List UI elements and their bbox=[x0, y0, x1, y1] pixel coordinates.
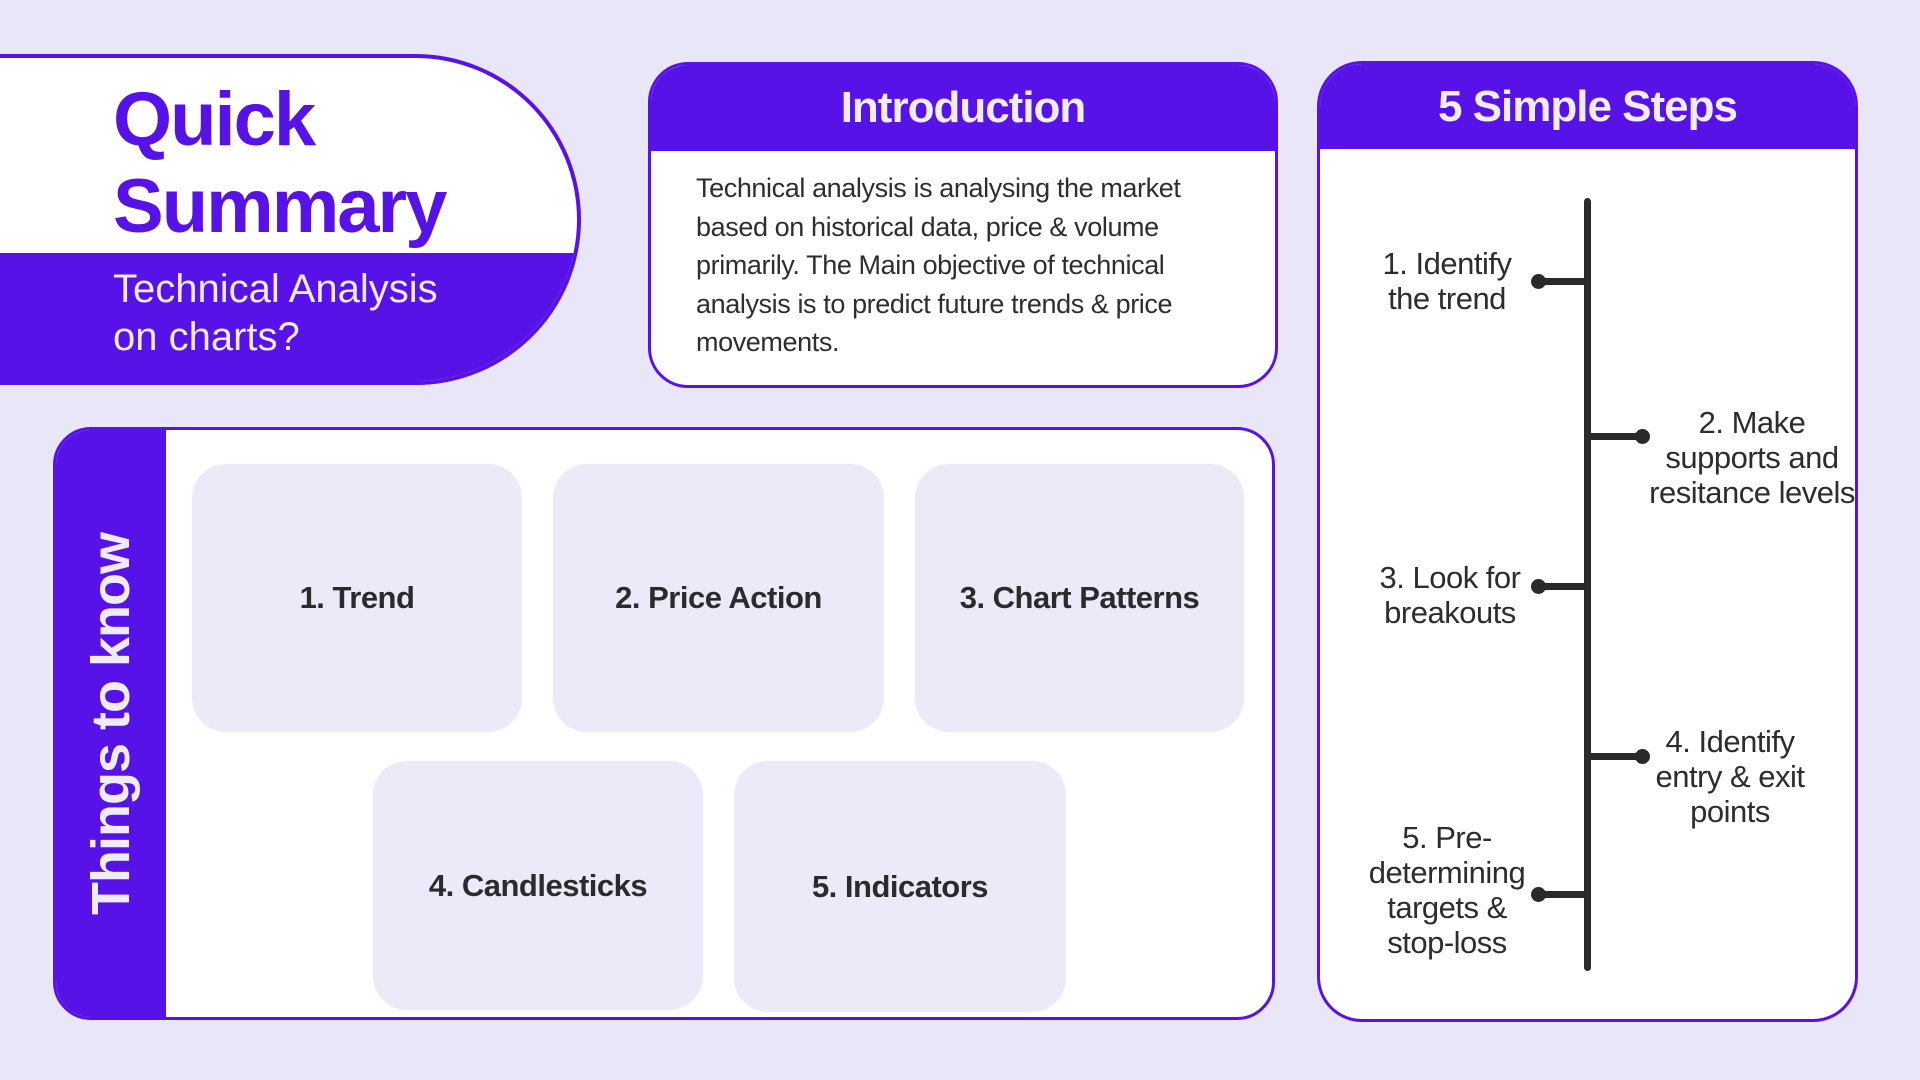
topic-box-price-action: 2. Price Action bbox=[553, 464, 884, 732]
timeline-dot-icon bbox=[1635, 429, 1650, 444]
topic-box-candlesticks: 4. Candlesticks bbox=[373, 761, 703, 1010]
things-to-know-sidebar: Things to know bbox=[56, 430, 166, 1017]
timeline-connector-2 bbox=[1588, 433, 1642, 440]
introduction-card: Introduction Technical analysis is analy… bbox=[648, 62, 1278, 388]
topic-label: 5. Indicators bbox=[811, 868, 989, 904]
things-to-know-title: Things to know bbox=[81, 532, 141, 915]
topic-label: 3. Chart Patterns bbox=[959, 580, 1200, 615]
things-to-know-card: Things to know 1. Trend 2. Price Action … bbox=[53, 427, 1275, 1020]
timeline-dot-icon bbox=[1635, 749, 1650, 764]
step-label-5: 5. Pre- determining targets & stop-loss bbox=[1368, 820, 1526, 960]
timeline-connector-3 bbox=[1539, 583, 1588, 590]
introduction-body: Technical analysis is analysing the mark… bbox=[696, 173, 1181, 357]
step-label-2: 2. Make supports and resitance levels bbox=[1649, 405, 1855, 510]
steps-header: 5 Simple Steps bbox=[1320, 64, 1855, 149]
timeline-dot-icon bbox=[1531, 274, 1546, 289]
topic-box-indicators: 5. Indicators bbox=[734, 761, 1066, 1012]
hero-card: Quick Summary Technical Analysis on char… bbox=[0, 54, 581, 385]
timeline-dot-icon bbox=[1531, 887, 1546, 902]
timeline-connector-1 bbox=[1539, 278, 1588, 285]
timeline-connector-5 bbox=[1539, 891, 1588, 898]
step-label-3: 3. Look for breakouts bbox=[1379, 560, 1521, 630]
topic-label: 2. Price Action bbox=[615, 580, 822, 615]
timeline-dot-icon bbox=[1531, 579, 1546, 594]
steps-title: 5 Simple Steps bbox=[1437, 81, 1738, 131]
topic-box-chart-patterns: 3. Chart Patterns bbox=[915, 464, 1244, 732]
hero-subtitle: Technical Analysis on charts? bbox=[113, 267, 438, 359]
topic-box-trend: 1. Trend bbox=[192, 464, 522, 732]
step-label-1: 1. Identify the trend bbox=[1382, 246, 1512, 316]
topic-label: 4. Candlesticks bbox=[428, 867, 648, 903]
hero-subtitle-band: Technical Analysis on charts? bbox=[0, 253, 577, 381]
introduction-header: Introduction bbox=[651, 65, 1275, 151]
step-label-4: 4. Identify entry & exit points bbox=[1655, 724, 1805, 829]
timeline-connector-4 bbox=[1588, 753, 1642, 760]
page-title: Quick Summary bbox=[113, 77, 447, 249]
introduction-title: Introduction bbox=[840, 83, 1087, 132]
topic-label: 1. Trend bbox=[299, 580, 415, 615]
